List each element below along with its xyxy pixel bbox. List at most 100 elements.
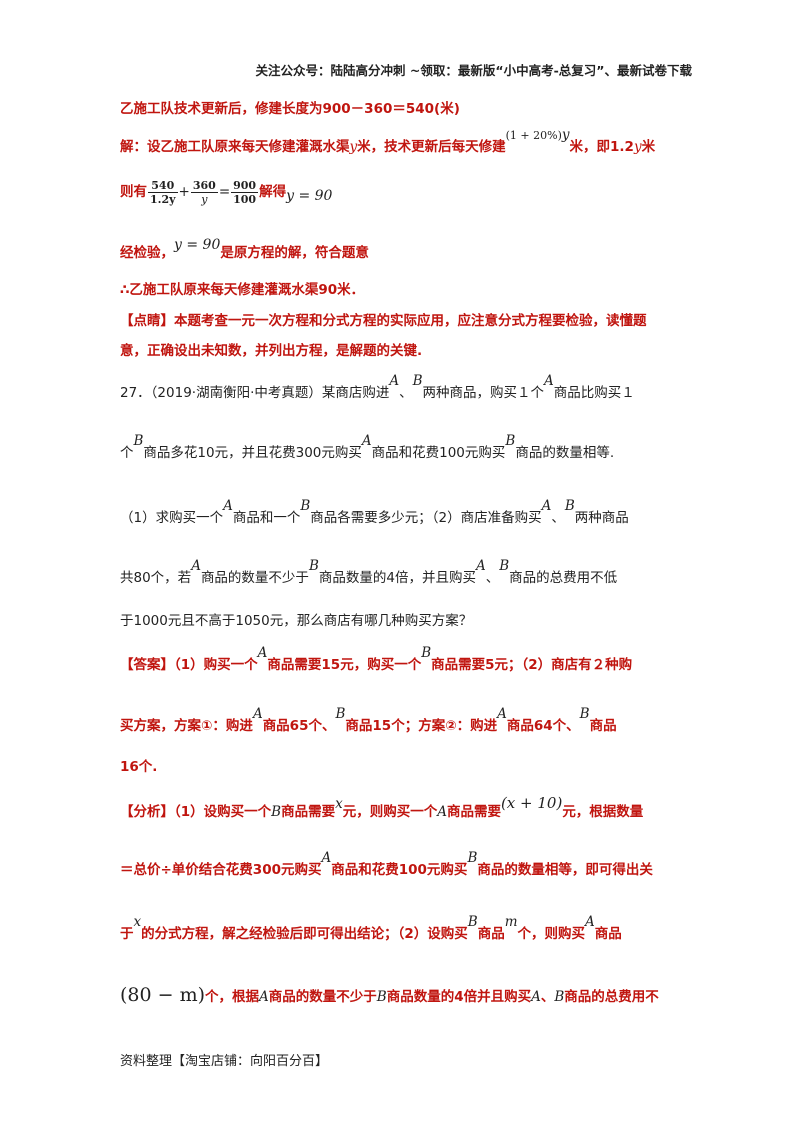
var-y: y bbox=[349, 139, 358, 155]
text: 商品多花10元，并且花费300元购买 bbox=[143, 445, 362, 461]
solution-conclusion: ∴乙施工队原来每天修建灌溉水渠90米． bbox=[120, 282, 365, 298]
text: 米 bbox=[641, 139, 656, 155]
var-B: B bbox=[412, 373, 423, 389]
solution-value: y = 90 bbox=[286, 188, 333, 204]
text: 、 bbox=[551, 510, 565, 526]
var-B: B bbox=[271, 804, 282, 820]
var-B: B bbox=[421, 645, 432, 661]
var-A: A bbox=[361, 433, 372, 449]
page-footer: 资料整理【淘宝店铺：向阳百分百】 bbox=[120, 1054, 329, 1069]
var-B: B bbox=[300, 498, 311, 514]
text: （1）求购买一个 bbox=[120, 510, 224, 526]
solution-check-line: 经检验，y = 90是原方程的解，符合题意 bbox=[120, 237, 369, 262]
solution-value: y = 90 bbox=[174, 237, 221, 253]
text: 商品65个、 bbox=[262, 718, 336, 734]
operator: + bbox=[178, 184, 190, 200]
q27-line-1: 27．（2019·湖南衡阳·中考真题）某商店购进A、B两种商品，购买１个A商品比… bbox=[120, 373, 635, 402]
var-m: m bbox=[504, 914, 518, 930]
text: 解得 bbox=[259, 184, 287, 200]
dianjing-line-2: 意，正确设出未知数，并列出方程，是解题的关键. bbox=[120, 343, 423, 359]
text: 27．（2019·湖南衡阳·中考真题）某商店购进 bbox=[120, 385, 390, 401]
dianjing-label: 【点睛】 bbox=[120, 313, 174, 329]
text: 商品需要 bbox=[446, 804, 501, 820]
q27-line-5: 于1000元且不高于1050元，那么商店有哪几种购买方案？ bbox=[120, 613, 473, 629]
numerator: 360 bbox=[190, 178, 218, 193]
var-A: A bbox=[437, 804, 447, 820]
analysis-line-3: 于x的分式方程，解之经检验后即可得出结论；（2）设购买B商品m个，则购买A商品 bbox=[120, 914, 622, 943]
q27-line-3: （1）求购买一个A商品和一个B商品各需要多少元；（2）商店准备购买A、B两种商品 bbox=[120, 498, 629, 527]
text: 商品 bbox=[594, 926, 622, 942]
page-header: 关注公众号：陆陆高分冲刺 ~领取：最新版“小中高考-总复习”、最新试卷下载 bbox=[255, 63, 692, 78]
text: 个，则购买 bbox=[517, 926, 586, 942]
answer-line-3: 16个. bbox=[120, 759, 158, 775]
var-y: y bbox=[633, 139, 642, 155]
var-B: B bbox=[133, 433, 144, 449]
text: 解：设乙施工队原来每天修建灌溉水渠 bbox=[120, 139, 350, 155]
text: 商品15个；方案②：购进 bbox=[345, 718, 498, 734]
expr-text: (1 + 20%) bbox=[505, 129, 562, 142]
text: 个，根据 bbox=[205, 989, 260, 1005]
expr-x-plus-10: (x + 10) bbox=[500, 794, 563, 812]
text: 商品的数量相等. bbox=[515, 445, 615, 461]
expr-80-minus-m: (80 − m) bbox=[120, 984, 206, 1006]
text: 两种商品 bbox=[574, 510, 629, 526]
var-A: A bbox=[259, 989, 269, 1005]
text: 元，根据数量 bbox=[562, 804, 644, 820]
text: 商品的总费用不 bbox=[564, 989, 659, 1005]
text: 商品各需要多少元；（2）商店准备购买 bbox=[310, 510, 542, 526]
text: 商品 bbox=[477, 926, 505, 942]
var-A: A bbox=[497, 706, 507, 722]
var-A: A bbox=[257, 645, 268, 661]
dianjing-line-1: 【点睛】本题考查一元一次方程和分式方程的实际应用，应注意分式方程要检验，读懂题 bbox=[120, 312, 647, 330]
text: 买方案，方案①：购进 bbox=[120, 718, 253, 734]
var-y: y bbox=[561, 127, 570, 143]
analysis-line-4: (80 − m)个，根据A商品的数量不少于B商品数量的4倍并且购买A、B商品的总… bbox=[120, 986, 659, 1006]
math-expr: (1 + 20%)y bbox=[506, 127, 570, 143]
text: 商品64个、 bbox=[506, 718, 580, 734]
numerator: 540 bbox=[148, 179, 178, 193]
q27-line-4: 共80个，若A商品的数量不少于B商品数量的4倍，并且购买A、B商品的总费用不低 bbox=[120, 558, 618, 587]
text: 、 bbox=[485, 570, 500, 586]
text: 商品的总费用不低 bbox=[509, 570, 618, 586]
solution-line-1: 乙施工队技术更新后，修建长度为900－360＝540(米) bbox=[120, 101, 460, 117]
text: 、 bbox=[399, 385, 413, 401]
text: 的分式方程，解之经检验后即可得出结论；（2）设购买 bbox=[141, 926, 468, 942]
var-A: A bbox=[321, 850, 332, 866]
var-B: B bbox=[308, 558, 319, 574]
analysis-label: 【分析】 bbox=[120, 804, 174, 820]
text: 商品需要15元，购买一个 bbox=[267, 657, 422, 673]
text: 商品和花费100元购买 bbox=[331, 862, 468, 878]
text: 商品需要 bbox=[281, 804, 336, 820]
text: 1.2 bbox=[610, 139, 634, 155]
var-B: B bbox=[467, 850, 478, 866]
text: 商品的数量不少于 bbox=[268, 989, 377, 1005]
text: （1）设购买一个 bbox=[174, 804, 272, 820]
var-B: B bbox=[467, 914, 478, 930]
text: 米，即 bbox=[569, 139, 611, 155]
text: 商品比购买１ bbox=[553, 385, 635, 401]
text: 商品数量的4倍，并且购买 bbox=[318, 570, 476, 586]
text: ＝总价÷单价结合花费300元购买 bbox=[120, 862, 322, 878]
text: 于 bbox=[120, 926, 134, 942]
text: （1）购买一个 bbox=[174, 657, 258, 673]
var-B: B bbox=[554, 989, 565, 1005]
var-x: x bbox=[133, 914, 142, 930]
text: 则有 bbox=[120, 184, 147, 200]
text: 个 bbox=[120, 445, 134, 461]
text: 商品数量的4倍并且购买 bbox=[386, 989, 532, 1005]
answer-line-1: 【答案】（1）购买一个A商品需要15元，购买一个B商品需要5元；（2）商店有２种… bbox=[120, 645, 633, 674]
denominator: 100 bbox=[233, 192, 257, 206]
var-B: B bbox=[579, 706, 590, 722]
numerator: 900 bbox=[231, 178, 259, 193]
text: 商品 bbox=[589, 718, 617, 734]
answer-label: 【答案】 bbox=[120, 657, 174, 673]
text: 共80个，若 bbox=[120, 570, 192, 586]
text: 商品的数量不少于 bbox=[200, 570, 309, 586]
text: 米，技术更新后每天修建 bbox=[357, 139, 506, 155]
text: 商品的数量相等，即可得出关 bbox=[477, 862, 653, 878]
text: 商品需要5元；（2）商店有２种购 bbox=[431, 657, 633, 673]
var-A: A bbox=[585, 914, 595, 930]
